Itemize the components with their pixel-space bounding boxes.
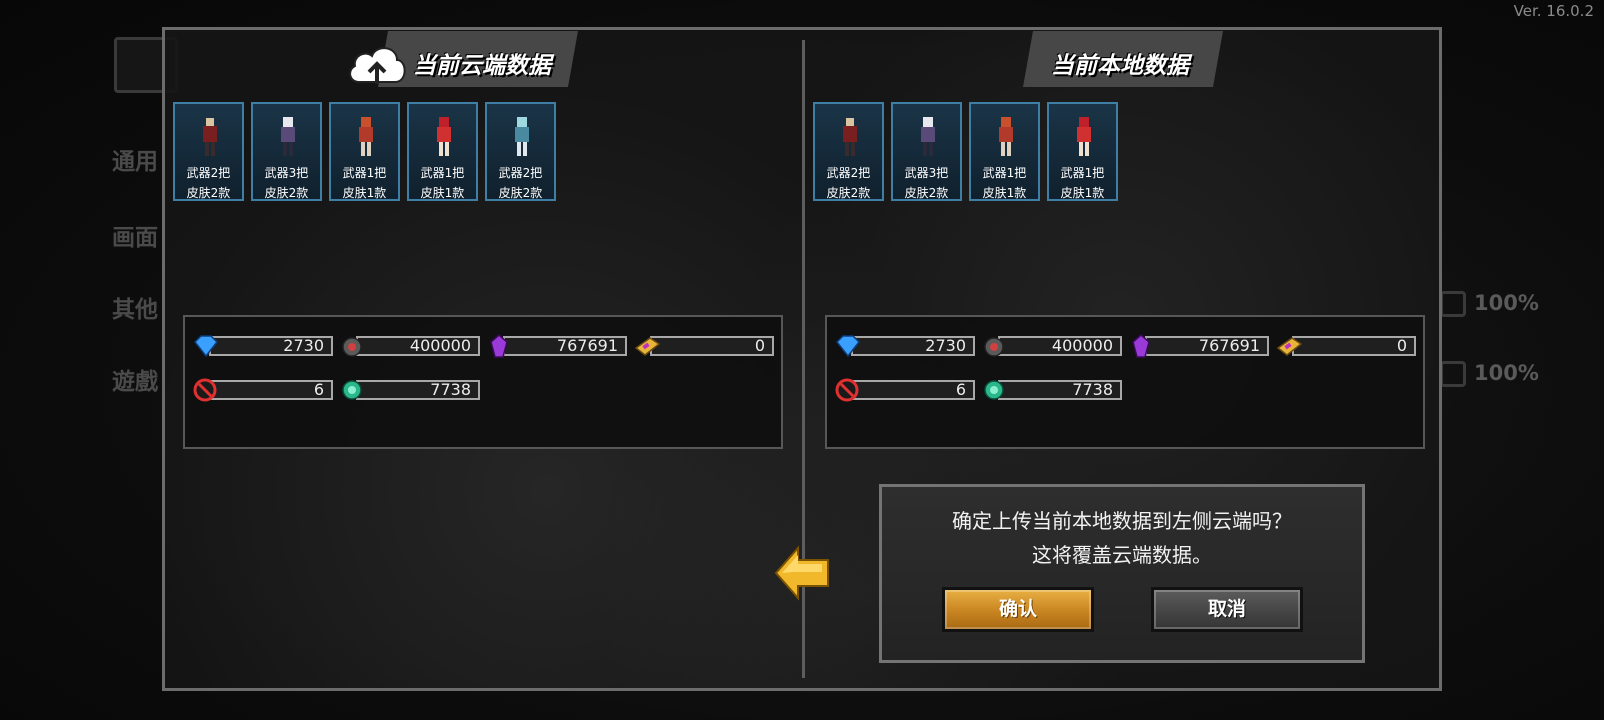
tickets-value: 0 [754, 336, 765, 355]
character-card[interactable]: 武器1把 皮肤1款 [969, 102, 1040, 201]
character-sprite [281, 117, 295, 156]
blue-gem-icon [835, 335, 861, 358]
confirm-button[interactable]: 确认 [942, 587, 1094, 632]
ticket-icon [634, 337, 660, 356]
card-weapons: 武器3把 [264, 166, 309, 180]
confirm-message-line1: 确定上传当前本地数据到左侧云端吗？ [952, 509, 1292, 533]
character-card[interactable]: 武器2把 皮肤2款 [485, 102, 556, 201]
settings-category-general: 通用 [112, 149, 158, 175]
character-sprite [1077, 117, 1091, 156]
crystals-value: 767691 [556, 336, 618, 355]
resource-gems: 2730 [193, 334, 338, 358]
character-card[interactable]: 武器1把 皮肤1款 [407, 102, 478, 201]
card-skins: 皮肤2款 [904, 186, 949, 200]
card-weapons: 武器3把 [904, 166, 949, 180]
card-skins: 皮肤1款 [1060, 186, 1105, 200]
settings-category-display: 画面 [112, 225, 158, 251]
card-weapons: 武器2把 [826, 166, 871, 180]
parts-value: 400000 [1051, 336, 1113, 355]
upload-confirm-dialog: 确定上传当前本地数据到左侧云端吗？ 这将覆盖云端数据。 确认 取消 [879, 484, 1365, 663]
crystals-value: 767691 [1198, 336, 1260, 355]
character-card[interactable]: 武器2把 皮肤2款 [173, 102, 244, 201]
local-title-banner [1023, 31, 1223, 87]
parts-icon [342, 337, 362, 357]
card-skins: 皮肤1款 [342, 186, 387, 200]
cancel-button[interactable]: 取消 [1151, 587, 1303, 632]
character-sprite [359, 117, 373, 156]
resource-crystals: 767691 [487, 334, 632, 358]
gems-value: 2730 [283, 336, 324, 355]
cloud-upload-icon [349, 47, 406, 84]
card-weapons: 武器1把 [420, 166, 465, 180]
volume-percent-1: 100% [1474, 291, 1539, 315]
resource-parts: 400000 [982, 334, 1127, 358]
resource-gems: 2730 [835, 334, 980, 358]
panel-divider [802, 40, 805, 678]
resource-coins: 7738 [982, 378, 1127, 402]
volume-percent-2: 100% [1474, 361, 1539, 385]
settings-category-other: 其他 [112, 297, 158, 323]
card-weapons: 武器1把 [982, 166, 1027, 180]
character-sprite [921, 117, 935, 156]
coins-value: 7738 [1072, 380, 1113, 399]
green-coin-icon [984, 380, 1004, 400]
local-resources: 2730 400000 767691 0 [825, 315, 1425, 449]
upload-direction-arrow-icon [774, 545, 829, 601]
cloud-resources: 2730 400000 767691 0 [183, 315, 783, 449]
red-token-icon [835, 378, 859, 402]
character-card[interactable]: 武器3把 皮肤2款 [251, 102, 322, 201]
card-weapons: 武器2把 [498, 166, 543, 180]
blue-gem-icon [193, 335, 219, 358]
card-weapons: 武器2把 [186, 166, 231, 180]
card-skins: 皮肤2款 [498, 186, 543, 200]
confirm-message-line2: 这将覆盖云端数据。 [1032, 543, 1212, 567]
gems-value: 2730 [925, 336, 966, 355]
tickets-value: 0 [1396, 336, 1407, 355]
parts-icon [984, 337, 1004, 357]
resource-coins: 7738 [340, 378, 485, 402]
card-skins: 皮肤2款 [826, 186, 871, 200]
card-skins: 皮肤2款 [264, 186, 309, 200]
card-skins: 皮肤2款 [186, 186, 231, 200]
resource-parts: 400000 [340, 334, 485, 358]
cloud-characters: 武器2把 皮肤2款 武器3把 皮肤2款 武器1把 皮肤1款 武器1把 皮肤1款 [173, 102, 556, 201]
parts-value: 400000 [409, 336, 471, 355]
resource-tokens: 6 [193, 378, 338, 402]
resource-tickets: 0 [634, 334, 779, 358]
ticket-icon [1276, 337, 1302, 356]
volume-icon [1440, 291, 1466, 317]
character-sprite [999, 117, 1013, 156]
character-sprite [203, 118, 217, 156]
card-skins: 皮肤1款 [420, 186, 465, 200]
card-skins: 皮肤1款 [982, 186, 1027, 200]
resource-crystals: 767691 [1129, 334, 1274, 358]
character-card[interactable]: 武器1把 皮肤1款 [329, 102, 400, 201]
character-sprite [843, 118, 857, 156]
tokens-value: 6 [955, 380, 966, 399]
coins-value: 7738 [430, 380, 471, 399]
local-title: 当前本地数据 [1051, 53, 1189, 79]
green-coin-icon [342, 380, 362, 400]
card-weapons: 武器1把 [342, 166, 387, 180]
volume-icon [1440, 361, 1466, 387]
resource-tokens: 6 [835, 378, 980, 402]
character-card[interactable]: 武器3把 皮肤2款 [891, 102, 962, 201]
cloud-title-banner [378, 31, 578, 87]
character-sprite [515, 117, 529, 156]
settings-category-game: 遊戲 [112, 369, 158, 395]
card-weapons: 武器1把 [1060, 166, 1105, 180]
character-sprite [437, 117, 451, 156]
tokens-value: 6 [313, 380, 324, 399]
resource-tickets: 0 [1276, 334, 1421, 358]
red-token-icon [193, 378, 217, 402]
purple-crystal-icon [1132, 334, 1150, 358]
character-card[interactable]: 武器2把 皮肤2款 [813, 102, 884, 201]
character-card[interactable]: 武器1把 皮肤1款 [1047, 102, 1118, 201]
version-label: Ver. 16.0.2 [1513, 2, 1594, 20]
purple-crystal-icon [490, 334, 508, 358]
local-characters: 武器2把 皮肤2款 武器3把 皮肤2款 武器1把 皮肤1款 武器1把 皮肤1款 [813, 102, 1118, 201]
cloud-title: 当前云端数据 [413, 53, 551, 79]
